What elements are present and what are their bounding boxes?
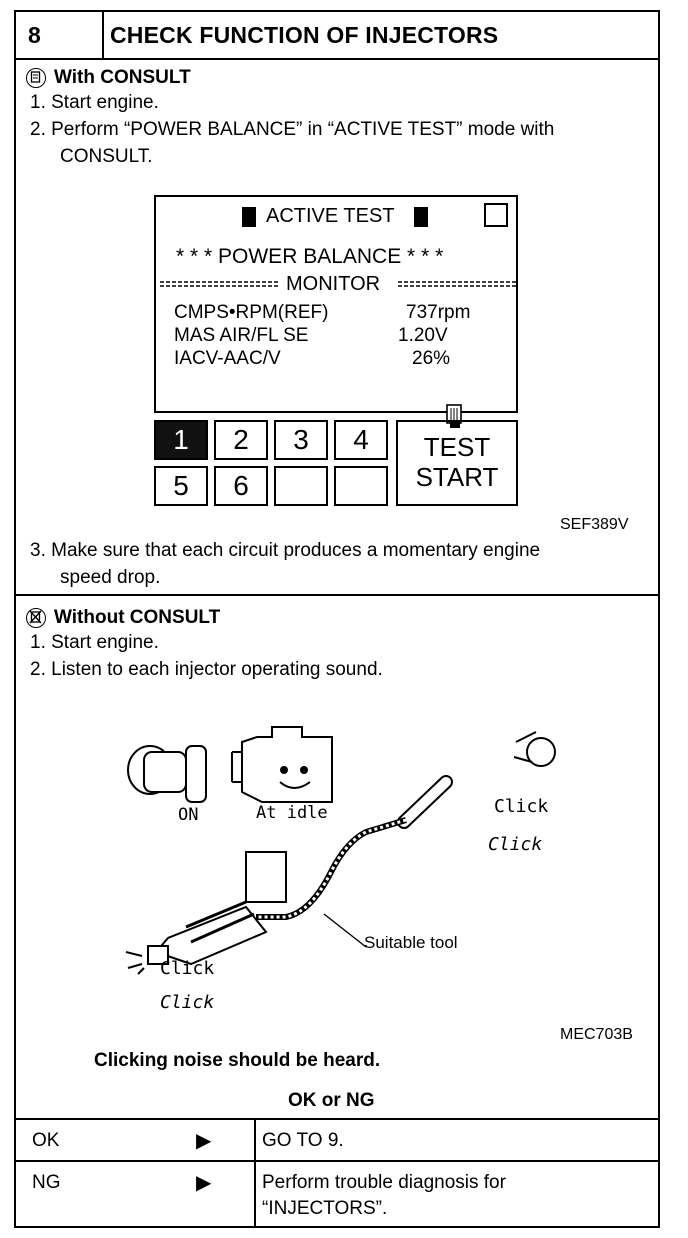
monitor-rule-right xyxy=(398,281,516,287)
cylinder-key-3[interactable]: 3 xyxy=(274,420,328,460)
cylinder-key-6[interactable]: 6 xyxy=(214,466,268,506)
monitor-rule-left xyxy=(160,281,278,287)
test-start-line: TEST xyxy=(423,432,491,462)
screen-checkbox[interactable] xyxy=(484,203,508,227)
result-heading: OK or NG xyxy=(288,1090,375,1111)
idle-label: At idle xyxy=(256,803,328,823)
table-row: OK ▶ GO TO 9. xyxy=(16,1120,658,1160)
screen-title: ACTIVE TEST xyxy=(266,205,395,227)
click-label: Click xyxy=(160,992,215,1013)
figure-code: SEF389V xyxy=(560,516,629,533)
screen-subtitle: * * * POWER BALANCE * * * xyxy=(176,245,444,268)
cylinder-key-4[interactable]: 4 xyxy=(334,420,388,460)
click-label: Click xyxy=(160,958,215,979)
without-consult-heading: Without CONSULT xyxy=(54,607,221,628)
monitor-row-value: 1.20V xyxy=(398,325,448,346)
consult-step-1: 1. Start engine. xyxy=(30,92,159,113)
monitor-label: MONITOR xyxy=(286,273,381,295)
cylinder-key-5[interactable]: 5 xyxy=(154,466,208,506)
switch-label: ON xyxy=(178,805,199,825)
consult-step-3-cont: speed drop. xyxy=(60,567,161,588)
pointer-hand-icon xyxy=(446,404,462,428)
consult-screen: ACTIVE TEST * * * POWER BALANCE * * * MO… xyxy=(154,195,518,413)
table-row-rule xyxy=(16,1160,658,1162)
table-row: NG ▶ Perform trouble diagnosis for “INJE… xyxy=(16,1162,658,1226)
no-consult-icon xyxy=(26,608,46,628)
monitor-row-label: IACV-AAC/V xyxy=(174,348,281,369)
injector-illustration xyxy=(125,726,556,975)
test-start-button[interactable]: TEST START xyxy=(396,420,518,506)
step-title: CHECK FUNCTION OF INJECTORS xyxy=(110,22,499,48)
table-column-rule xyxy=(254,1120,256,1228)
cylinder-key-1[interactable]: 1 xyxy=(154,420,208,460)
consult-icon xyxy=(26,68,46,88)
note-text: Clicking noise should be heard. xyxy=(94,1050,381,1071)
monitor-row-value: 26% xyxy=(412,348,451,369)
test-start-line: START xyxy=(415,462,499,492)
title-block-right xyxy=(414,207,428,227)
result-action-cont: “INJECTORS”. xyxy=(262,1198,388,1219)
click-label: Click xyxy=(494,796,549,817)
click-label: Click xyxy=(488,834,543,855)
manual-step-2: 2. Listen to each injector operating sou… xyxy=(30,659,383,680)
arrow-icon: ▶ xyxy=(196,1172,212,1194)
monitor-row-label: CMPS•RPM(REF) xyxy=(174,302,329,323)
result-action[interactable]: GO TO 9. xyxy=(262,1130,344,1151)
consult-step-3: 3. Make sure that each circuit produces … xyxy=(30,540,541,561)
ignition-key-icon xyxy=(127,745,207,803)
injector-icon xyxy=(125,851,287,975)
consult-step-2-cont: CONSULT. xyxy=(60,146,153,167)
manual-step-1: 1. Start engine. xyxy=(30,632,159,653)
blank-key[interactable] xyxy=(334,466,388,506)
engine-idle-icon xyxy=(231,726,333,803)
result-action: Perform trouble diagnosis for xyxy=(262,1172,506,1193)
stethoscope-tool-icon xyxy=(256,731,556,920)
figure-code: MEC703B xyxy=(560,1026,633,1043)
monitor-row-label: MAS AIR/FL SE xyxy=(174,325,309,346)
step-header: 8 CHECK FUNCTION OF INJECTORS xyxy=(16,12,658,60)
arrow-icon: ▶ xyxy=(196,1130,212,1152)
result-key: NG xyxy=(32,1172,61,1193)
consult-step-2: 2. Perform “POWER BALANCE” in “ACTIVE TE… xyxy=(30,119,555,140)
header-divider xyxy=(102,12,104,58)
with-consult-heading: With CONSULT xyxy=(54,67,191,88)
result-key: OK xyxy=(32,1130,60,1151)
section-divider xyxy=(16,594,658,596)
table-top-rule xyxy=(16,1118,658,1120)
step-number: 8 xyxy=(28,22,41,48)
tool-label: Suitable tool xyxy=(364,933,458,952)
blank-key[interactable] xyxy=(274,466,328,506)
title-block-left xyxy=(242,207,256,227)
monitor-row-value: 737rpm xyxy=(406,302,471,323)
cylinder-key-2[interactable]: 2 xyxy=(214,420,268,460)
procedure-page: 8 CHECK FUNCTION OF INJECTORS With CONSU… xyxy=(14,10,660,1228)
